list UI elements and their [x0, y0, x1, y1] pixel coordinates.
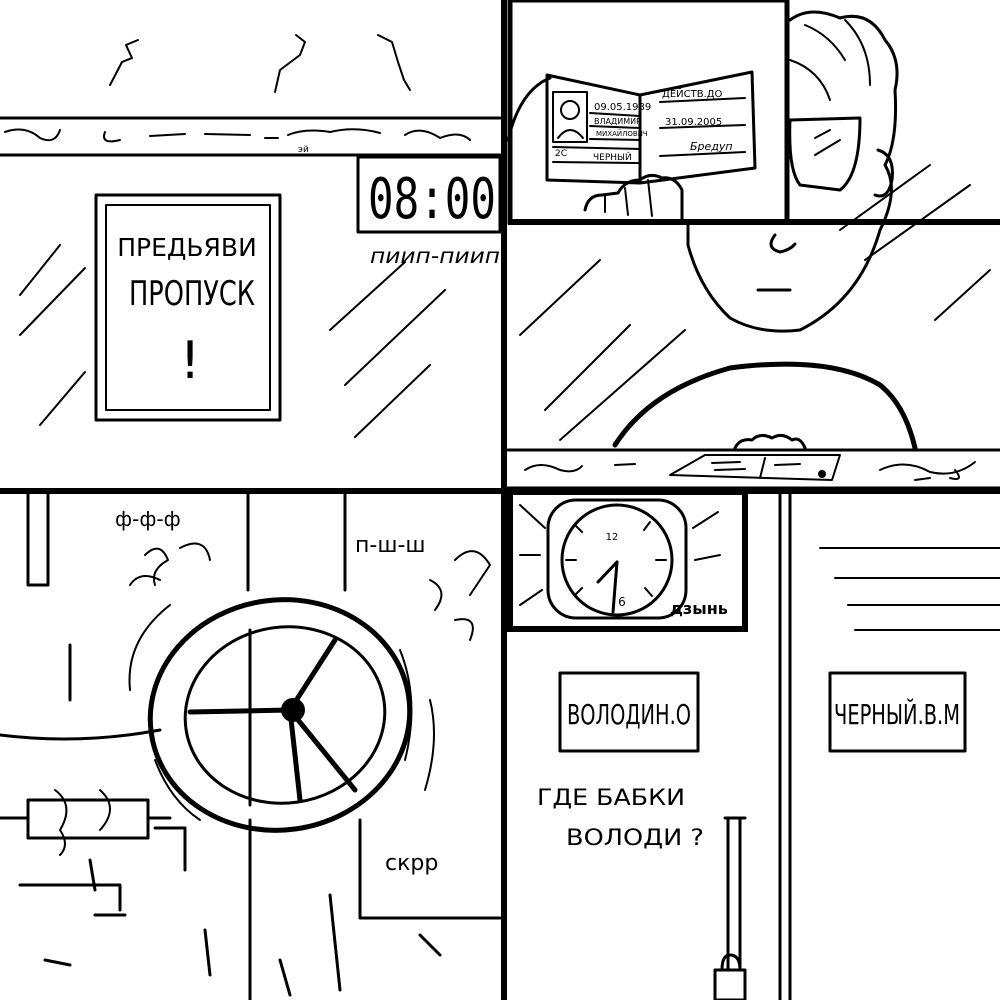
- hiss-sound-right: п-ш-ш: [355, 533, 426, 558]
- wall-clock-inset: 12 6 дзынь: [507, 489, 748, 632]
- panel-passport: 09.05.1989 ВЛАДИМИР МИХАЙЛОВИЧ 2С ЧЕРНЫЙ…: [506, 0, 1000, 490]
- thought-line-1: ГДЕ БАБКИ: [537, 786, 685, 811]
- digital-clock-time: 08:00: [368, 167, 496, 232]
- passport-first-name: ВЛАДИМИР: [594, 117, 641, 126]
- show-pass-sign: ПРЕДЬЯВИ ПРОПУСК !: [94, 193, 282, 422]
- panel-turnstile: ф-ф-ф п-ш-ш скрр: [0, 490, 502, 1000]
- counter-scribble: эй: [298, 145, 309, 155]
- valve-wheel: [128, 597, 435, 833]
- lock-mechanism: [0, 789, 172, 856]
- alarm-beep-sound: пиип-пиип: [370, 244, 500, 268]
- digital-clock: 08:00: [356, 155, 502, 234]
- passport-patronymic: МИХАЙЛОВИЧ: [596, 129, 648, 138]
- passport-valid-until: 31.09.2005: [665, 117, 722, 128]
- locker-nameplate-right: ЧЕРНЫЙ.В.М: [828, 671, 967, 753]
- locker-left-label: ВОЛОДИН.О: [567, 698, 691, 731]
- thought-line-2: ВОЛОДИ ?: [566, 826, 704, 851]
- locker-nameplate-left: ВОЛОДИН.О: [558, 671, 700, 753]
- steam-puffs: [129, 542, 491, 641]
- hiss-sound-left: ф-ф-ф: [115, 507, 181, 531]
- window-counter: эй: [0, 116, 502, 157]
- passport-date-issued: 09.05.1989: [594, 102, 651, 113]
- booth-counter: [506, 448, 1000, 490]
- passport-signature: Бредуп: [690, 140, 733, 153]
- locker-right-label: ЧЕРНЫЙ.В.М: [834, 697, 960, 731]
- clock-number-6: 6: [618, 595, 626, 609]
- creak-sound: скрр: [385, 851, 438, 876]
- padlock: [713, 816, 747, 1000]
- passport-code: 2С: [555, 149, 567, 159]
- panel-checkpoint: эй ПРЕДЬЯВИ ПРОПУСК ! 08:00 пиип-пиип: [0, 34, 502, 438]
- clock-ring-sound: дзынь: [670, 599, 728, 618]
- guard-face: [686, 10, 899, 333]
- guard-shoulders: [612, 361, 918, 451]
- clock-number-12: 12: [606, 532, 619, 543]
- guard-hand: [733, 433, 807, 450]
- turnstile-frame: [0, 490, 502, 1000]
- sign-line-3: !: [180, 331, 201, 391]
- passport-valid-label: ДЕЙСТВ.ДО: [662, 87, 723, 100]
- passport-surname: ЧЕРНЫЙ: [593, 151, 632, 163]
- locker-doors: [778, 490, 1000, 1000]
- glass-reflections: [19, 244, 446, 438]
- sign-line-1: ПРЕДЬЯВИ: [117, 233, 257, 262]
- steam-squiggles: [109, 34, 411, 93]
- sign-line-2: ПРОПУСК: [129, 274, 255, 314]
- panel-lockers: 12 6 дзынь В: [507, 489, 1000, 1000]
- passport-inset: 09.05.1989 ВЛАДИМИР МИХАЙЛОВИЧ 2С ЧЕРНЫЙ…: [506, 0, 790, 225]
